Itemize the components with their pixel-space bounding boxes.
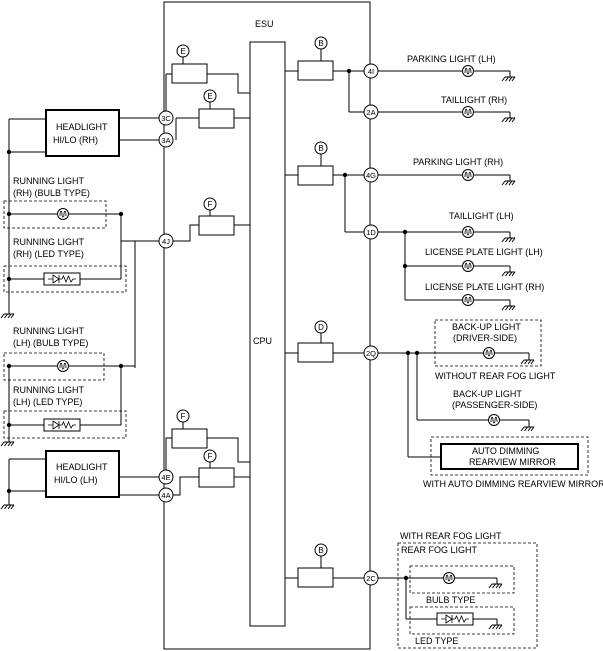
label-with-mirror: WITH AUTO DIMMING REARVIEW MIRROR — [423, 479, 603, 489]
svg-text:2A: 2A — [366, 108, 375, 117]
mirror-dashed-frame — [430, 436, 589, 476]
svg-text:4J: 4J — [162, 237, 170, 246]
driver-f-low1 — [171, 428, 208, 449]
running-lh-led-frame — [3, 410, 127, 439]
driver-e-second — [198, 108, 235, 129]
rear-fog-led-frame — [409, 606, 515, 635]
driver-f-low2 — [198, 467, 235, 488]
label-bulb-type: BULB TYPE — [426, 595, 475, 605]
rear-fog-frame — [397, 542, 538, 649]
driver-b-bottom — [297, 567, 334, 588]
label-running-lh-led-1: RUNNING LIGHT — [13, 385, 85, 395]
driver-b-second — [297, 165, 334, 186]
headlight-lh — [45, 450, 120, 498]
auto-dimming-mirror — [440, 443, 579, 470]
driver-d — [297, 342, 334, 363]
label-headlight-rh-1: HEADLIGHT — [56, 122, 108, 132]
label-headlight-rh-2: HI/LO (RH) — [53, 135, 98, 145]
svg-text:4E: 4E — [161, 473, 170, 482]
driver-letter-d: D — [318, 323, 324, 332]
label-rear-fog: REAR FOG LIGHT — [401, 545, 478, 555]
svg-text:4G: 4G — [366, 171, 376, 180]
svg-text:1D: 1D — [366, 228, 376, 237]
label-running-rh-bulb-1: RUNNING LIGHT — [13, 176, 85, 186]
driver-letter-b1: B — [318, 39, 323, 48]
label-running-lh-bulb-2: (LH) (BULB TYPE) — [13, 338, 88, 348]
driver-letter-e1: E — [180, 47, 185, 56]
svg-text:2Q: 2Q — [366, 349, 376, 358]
svg-text:4I: 4I — [368, 67, 374, 76]
running-rh-led-frame — [3, 265, 127, 293]
driver-letter-f1: F — [208, 200, 213, 209]
running-lh-bulb-frame — [3, 352, 105, 381]
label-running-lh-bulb-1: RUNNING LIGHT — [13, 326, 85, 336]
label-mirror-1: AUTO DIMMING — [472, 446, 539, 456]
label-headlight-lh-1: HEADLIGHT — [56, 462, 108, 472]
cpu-label: CPU — [253, 336, 272, 346]
label-parking-light-lh: PARKING LIGHT (LH) — [407, 54, 496, 64]
label-running-rh-led-1: RUNNING LIGHT — [13, 237, 85, 247]
label-running-rh-bulb-2: (RH) (BULB TYPE) — [13, 188, 90, 198]
svg-text:3A: 3A — [161, 136, 170, 145]
label-backup-pass-2: (PASSENGER-SIDE) — [452, 400, 537, 410]
driver-f-mid — [198, 215, 235, 236]
rear-fog-bulb-frame — [409, 565, 515, 594]
driver-letter-b2: B — [318, 144, 323, 153]
label-taillight-rh: TAILLIGHT (RH) — [441, 95, 507, 105]
svg-text:4A: 4A — [161, 491, 170, 500]
backup-driver-frame — [434, 319, 542, 367]
label-license-plate-rh: LICENSE PLATE LIGHT (RH) — [425, 282, 544, 292]
label-led-type: LED TYPE — [415, 636, 458, 646]
driver-e-top — [171, 63, 208, 84]
label-backup-driver-2: (DRIVER-SIDE) — [453, 333, 517, 343]
svg-text:3C: 3C — [161, 114, 171, 123]
label-running-rh-led-2: (RH) (LED TYPE) — [13, 249, 84, 259]
label-without-rear-fog: WITHOUT REAR FOG LIGHT — [435, 371, 556, 381]
label-mirror-2: REARVIEW MIRROR — [469, 457, 556, 467]
driver-letter-e2: E — [207, 92, 212, 101]
svg-text:2C: 2C — [366, 574, 376, 583]
label-license-plate-lh: LICENSE PLATE LIGHT (LH) — [425, 247, 543, 257]
driver-letter-b3: B — [318, 546, 323, 555]
label-backup-driver-1: BACK-UP LIGHT — [452, 322, 521, 332]
pin-4J — [158, 233, 174, 249]
driver-b-top — [297, 60, 334, 81]
esu-label: ESU — [255, 19, 274, 29]
driver-letter-f2: F — [181, 412, 186, 421]
label-taillight-lh: TAILLIGHT (LH) — [449, 211, 514, 221]
cpu-block — [249, 41, 286, 627]
headlight-rh — [45, 109, 120, 157]
label-headlight-lh-2: HI/LO (LH) — [54, 475, 98, 485]
label-running-lh-led-2: (LH) (LED TYPE) — [13, 397, 82, 407]
driver-letter-f3: F — [208, 452, 213, 461]
label-backup-pass-1: BACK-UP LIGHT — [453, 389, 522, 399]
label-with-rear-fog: WITH REAR FOG LIGHT — [400, 531, 502, 541]
label-parking-light-rh: PARKING LIGHT (RH) — [413, 157, 503, 167]
